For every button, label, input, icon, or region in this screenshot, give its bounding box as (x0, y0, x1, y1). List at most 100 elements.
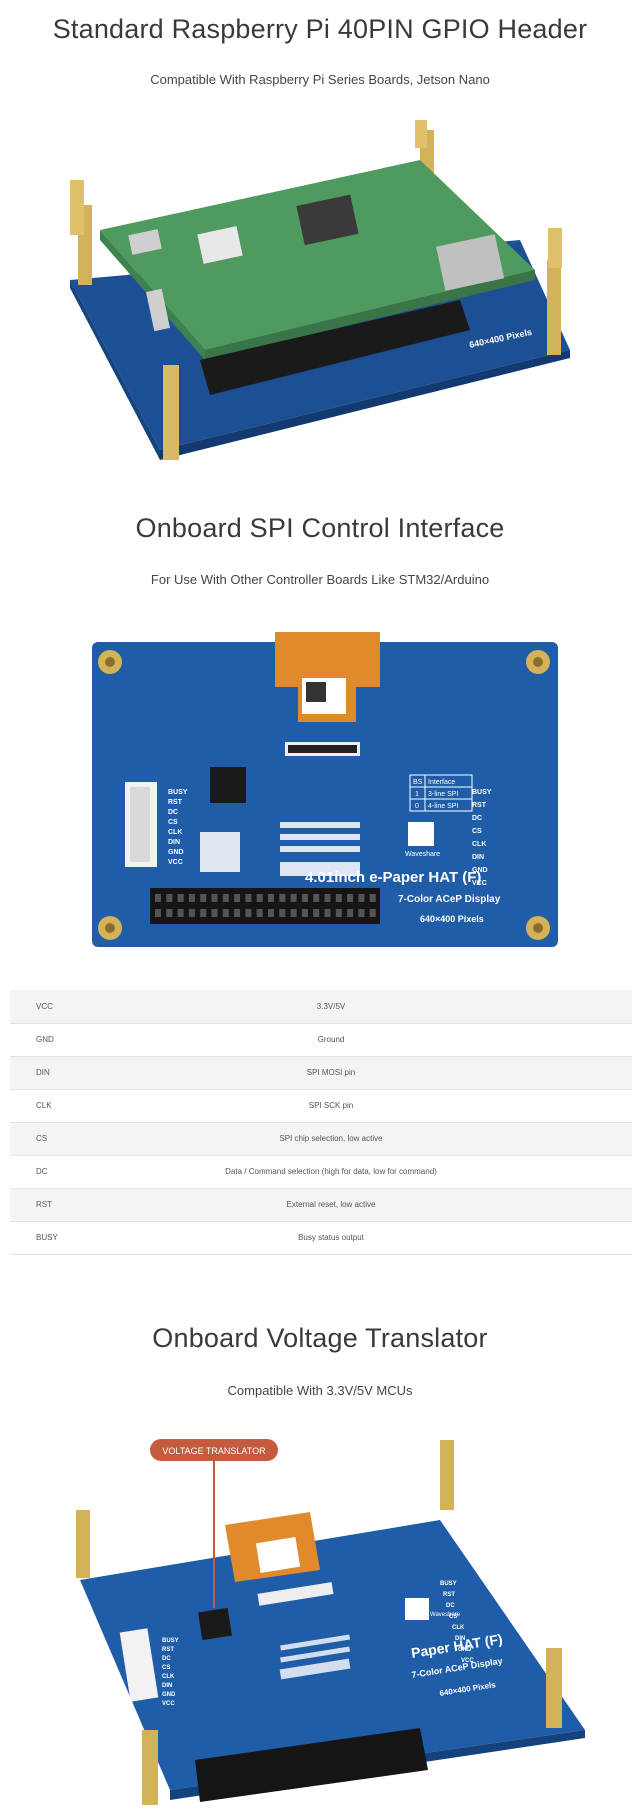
pin-label-din: DIN (162, 1683, 172, 1689)
pin-label-vcc: VCC (461, 1658, 474, 1664)
pin-label-clk: CLK (168, 829, 182, 836)
section-subtitle: For Use With Other Controller Boards Lik… (150, 572, 490, 587)
gpio-pin (324, 894, 331, 902)
section-voltage-translator: Onboard Voltage Translator (0, 1323, 640, 1354)
gpio-pin (369, 894, 376, 902)
gpio-pin (335, 894, 342, 902)
section-subtitle: Compatible With 3.3V/5V MCUs (227, 1383, 413, 1398)
gpio-pin (369, 909, 376, 917)
brand-label: Waveshare (405, 851, 440, 858)
pin-label-din: DIN (168, 839, 180, 846)
section-gpio-header: Standard Raspberry Pi 40PIN GPIO Header (0, 14, 640, 45)
section-title: Onboard Voltage Translator (152, 1323, 488, 1353)
interface-table-cell: 4-line SPI (428, 803, 458, 810)
pin-label-din: DIN (472, 854, 484, 861)
gpio-pin (268, 909, 274, 917)
pin-label-busy: BUSY (168, 789, 188, 796)
gpio-pin (245, 894, 252, 902)
pin-label-dc: DC (162, 1656, 171, 1662)
pin-label-dc: DC (446, 1603, 455, 1609)
interface-table: BS Interface 1 3-line SPI 0 4-line SPI (409, 774, 473, 812)
gpio-pin (256, 894, 263, 902)
gpio-header (195, 1728, 428, 1802)
gpio-pin (222, 894, 229, 902)
gpio-pin (279, 894, 286, 902)
voltage-translator-callout (150, 1439, 278, 1461)
gpio-pin (155, 909, 161, 917)
smd-pads (279, 1634, 351, 1680)
pin-description-cell: Busy status output (298, 1233, 364, 1242)
brass-standoff (76, 1510, 90, 1578)
gpio-pin (234, 894, 241, 902)
interface-table-cell: BS (413, 779, 423, 786)
section-title: Standard Raspberry Pi 40PIN GPIO Header (52, 14, 588, 44)
section-subtitle-wrap: For Use With Other Controller Boards Lik… (0, 572, 640, 587)
pixels-label: 640×400 Pixels (420, 914, 484, 924)
section-subtitle-wrap: Compatible With Raspberry Pi Series Boar… (0, 72, 640, 87)
left-pin-labels: BUSY RST DC CS CLK DIN GND VCC (162, 1638, 179, 1707)
gpio-pin (155, 894, 161, 902)
gpio-pin (222, 909, 229, 917)
brass-standoff (163, 365, 179, 460)
fpc-connector (257, 1582, 334, 1606)
interface-table-cell: 0 (415, 803, 419, 810)
gpio-pin (313, 894, 320, 902)
gpio-pin (313, 909, 320, 917)
pin-label-cs: CS (472, 828, 482, 835)
gpio-pin (177, 909, 184, 917)
gpio-pin (177, 894, 184, 902)
interface-table-cell: Interface (428, 779, 455, 786)
display-type: 7-Color ACeP Display (398, 894, 501, 905)
spi-connector (119, 1628, 159, 1702)
waveshare-logo-icon (408, 822, 434, 846)
pin-label-clk: CLK (472, 841, 486, 848)
epaper-hat-front-photo: BUSY RST DC CS CLK DIN GND VCC BUSY RST … (92, 632, 558, 947)
pin-label-busy: BUSY (440, 1581, 457, 1587)
pin-label-vcc: VCC (168, 859, 183, 866)
gpio-pin (200, 909, 207, 917)
pin-description-cell: SPI SCK pin (308, 1101, 354, 1110)
product-name: 4.01inch e-Paper HAT (F) (305, 869, 481, 886)
gpio-pin (268, 894, 274, 902)
gpio-pin (166, 909, 173, 917)
gpio-pin (347, 909, 354, 917)
pin-name-cell: RST (36, 1200, 52, 1209)
brass-standoff (440, 1440, 454, 1510)
section-subtitle-wrap: Compatible With 3.3V/5V MCUs (0, 1383, 640, 1398)
callout-label: VOLTAGE TRANSLATOR (162, 1446, 266, 1456)
left-pin-labels: BUSY RST DC CS CLK DIN GND VCC (168, 789, 188, 866)
section-spi-interface: Onboard SPI Control Interface (0, 513, 640, 544)
gpio-pin (188, 894, 195, 902)
pin-label-cs: CS (449, 1614, 457, 1620)
pin-label-gnd: GND (162, 1692, 176, 1698)
gpio-pin (188, 909, 195, 917)
gpio-pin (358, 909, 365, 917)
pin-description-cell: SPI chip selection, low active (279, 1134, 383, 1143)
pin-label-gnd: GND (458, 1647, 472, 1653)
pin-label-din: DIN (455, 1636, 465, 1642)
pin-description-cell: 3.3V/5V (316, 1001, 346, 1011)
pin-name-cell: DC (36, 1167, 48, 1176)
pin-name-cell: CLK (36, 1101, 52, 1110)
gpio-pin (245, 909, 252, 917)
gpio-pin (234, 909, 241, 917)
voltage-translator-photo: VOLTAGE TRANSLATOR BUSY RST DC CS CLK DI… (76, 1439, 585, 1805)
pin-label-cs: CS (162, 1665, 170, 1671)
pin-description-cell: SPI MOSI pin (306, 1068, 356, 1077)
waveshare-logo-icon (405, 1598, 429, 1620)
section-subtitle: Compatible With Raspberry Pi Series Boar… (150, 72, 490, 87)
right-pin-labels: BUSY RST DC CS CLK DIN GND VCC (472, 789, 492, 887)
gpio-pin (290, 909, 297, 917)
pin-label-rst: RST (168, 799, 183, 806)
gpio-pin (301, 894, 308, 902)
gpio-pin (301, 909, 308, 917)
gpio-header (150, 888, 380, 924)
pin-label-clk: CLK (452, 1625, 465, 1631)
pin-label-rst: RST (472, 802, 487, 809)
pin-name-cell: BUSY (36, 1233, 58, 1242)
